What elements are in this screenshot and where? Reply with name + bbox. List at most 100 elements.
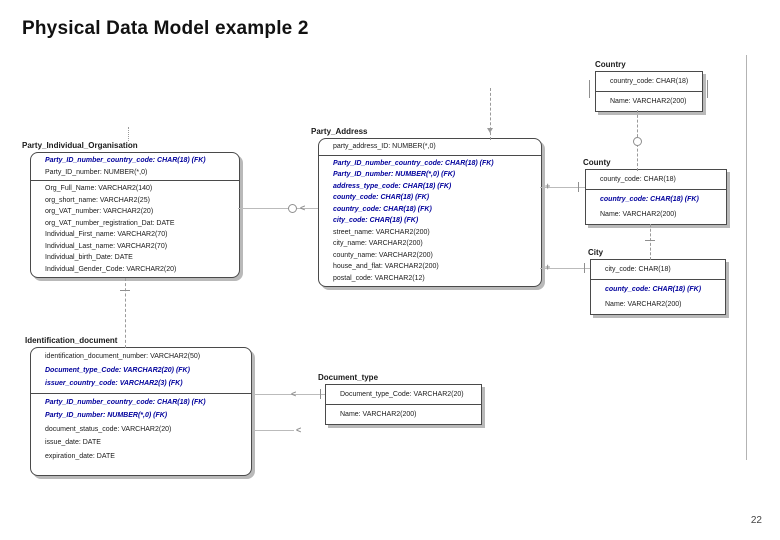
entity-field: Name: VARCHAR2(200): [340, 411, 417, 418]
attrs-compartment: Party_ID_number_country_code: CHAR(18) (…: [31, 392, 251, 476]
entity-field-fk: Party_ID_number_country_code: CHAR(18) (…: [45, 157, 206, 164]
page-number: 22: [750, 515, 762, 526]
entity-field-fk: address_type_code: CHAR(18) (FK): [333, 182, 452, 190]
entity-field: Individual_Last_name: VARCHAR2(70): [45, 242, 168, 250]
entity-field-fk: Party_ID_number_country_code: CHAR(18) (…: [45, 398, 206, 406]
pk-compartment: city_code: CHAR(18): [591, 260, 725, 279]
attrs-compartment: Name: VARCHAR2(200): [596, 91, 702, 111]
entity-field-fk: country_code: CHAR(18) (FK): [333, 205, 432, 213]
entity-field: county_code: CHAR(18): [600, 176, 676, 183]
entity-field: county_name: VARCHAR2(200): [333, 251, 433, 259]
entity-document-type[interactable]: Document_type Document_type_Code: VARCHA…: [318, 373, 482, 425]
entity-field: country_code: CHAR(18): [610, 78, 689, 85]
entity-field: postal_code: VARCHAR2(12): [333, 274, 425, 282]
zero-many-circle-marker: [633, 137, 642, 146]
entity-box: identification_document_number: VARCHAR2…: [30, 347, 252, 476]
crow-foot-marker: <: [300, 203, 306, 213]
entity-field-fk: country_code: CHAR(18) (FK): [600, 196, 699, 203]
entity-field: Document_type_Code: VARCHAR2(20): [340, 391, 464, 398]
entity-field: org_VAT_number: VARCHAR2(20): [45, 208, 154, 215]
iddoc-right-anchor-stub: [252, 430, 294, 431]
party-iddoc-cardinality-mark: [120, 290, 130, 291]
county-anchor-tick: [578, 182, 579, 192]
entity-field: Individual_birth_Date: DATE: [45, 254, 133, 261]
entity-field: Individual_Gender_Code: VARCHAR2(20): [45, 265, 177, 273]
slide-side-rule: [746, 55, 747, 460]
entity-field: Org_Full_Name: VARCHAR2(140): [45, 185, 153, 192]
entity-box: Party_ID_number_country_code: CHAR(18) (…: [30, 152, 240, 278]
entity-field: Name: VARCHAR2(200): [605, 301, 682, 308]
doctype-anchor-tick: [320, 389, 321, 399]
pk-compartment: Document_type_Code: VARCHAR2(20): [326, 385, 481, 404]
party-top-anchor-stub: [128, 127, 129, 141]
entity-field-fk: Party_ID_number_country_code: CHAR(18) (…: [333, 159, 494, 167]
pk-compartment: county_code: CHAR(18): [586, 170, 726, 189]
entity-title: City: [588, 248, 604, 257]
connector-party-partyaddress: [238, 208, 318, 209]
entity-field-fk: city_code: CHAR(18) (FK): [333, 217, 419, 224]
crow-foot-marker: <: [296, 425, 302, 435]
entity-box: party_address_ID: NUMBER(*,0) Party_ID_n…: [318, 138, 542, 287]
connector-partyaddress-city: [540, 268, 590, 269]
entity-field-fk: Party_ID_number: NUMBER(*,0) (FK): [45, 412, 168, 419]
city-anchor-tick: [584, 263, 585, 273]
entity-field: Name: VARCHAR2(200): [600, 211, 677, 218]
entity-field-fk: Party_ID_number: NUMBER(*,0) (FK): [333, 171, 456, 178]
pk-compartment: Party_ID_number_country_code: CHAR(18) (…: [31, 153, 239, 180]
slide-title: Physical Data Model example 2: [22, 18, 309, 39]
entity-title: Country: [595, 60, 626, 69]
entity-field-fk: issuer_country_code: VARCHAR2(3) (FK): [45, 380, 183, 387]
pk-compartment: identification_document_number: VARCHAR2…: [31, 348, 251, 393]
country-right-anchor-tick: [707, 80, 708, 98]
pk-compartment: party_address_ID: NUMBER(*,0): [319, 139, 541, 155]
connector-partyaddress-county: [540, 187, 585, 188]
crow-foot-marker: <: [291, 389, 297, 399]
entity-title: Party_Address: [311, 127, 368, 136]
cardinality-plus-marker: +: [545, 262, 551, 272]
entity-field: Name: VARCHAR2(200): [610, 98, 687, 105]
zero-many-circle-marker: [288, 204, 297, 213]
entity-field: city_code: CHAR(18): [605, 266, 671, 273]
attrs-compartment: Party_ID_number_country_code: CHAR(18) (…: [319, 154, 541, 287]
entity-box: Document_type_Code: VARCHAR2(20) Name: V…: [325, 384, 482, 425]
entity-title: Identification_document: [25, 336, 118, 345]
entity-party-address[interactable]: Party_Address party_address_ID: NUMBER(*…: [311, 127, 542, 287]
cardinality-plus-marker: +: [545, 181, 551, 191]
entity-field: Individual_First_name: VARCHAR2(70): [45, 231, 168, 238]
entity-box: city_code: CHAR(18) county_code: CHAR(18…: [590, 259, 726, 315]
entity-field: identification_document_number: VARCHAR2…: [45, 353, 201, 360]
entity-title: Document_type: [318, 373, 379, 382]
connector-iddoc-doctype: [252, 394, 325, 395]
entity-county[interactable]: County county_code: CHAR(18) country_cod…: [583, 158, 727, 225]
entity-identification-document[interactable]: Identification_document identification_d…: [25, 336, 252, 476]
entity-title: County: [583, 158, 611, 167]
attrs-compartment: Name: VARCHAR2(200): [326, 404, 481, 424]
entity-field: org_short_name: VARCHAR2(25): [45, 196, 150, 204]
entity-box: county_code: CHAR(18) country_code: CHAR…: [585, 169, 727, 225]
attrs-compartment: Org_Full_Name: VARCHAR2(140) org_short_na…: [31, 180, 239, 277]
county-city-cardinality-mark: [645, 240, 655, 241]
entity-title: Party_Individual_Organisation: [22, 141, 138, 150]
entity-party-individual-organisation[interactable]: Party_Individual_Organisation Party_ID_n…: [22, 141, 240, 278]
attrs-compartment: county_code: CHAR(18) (FK) Name: VARCHAR2…: [591, 279, 725, 314]
entity-city[interactable]: City city_code: CHAR(18) county_code: CH…: [588, 248, 726, 315]
entity-field-fk: Document_type_Code: VARCHAR2(20) (FK): [45, 366, 190, 374]
entity-field: expiration_date: DATE: [45, 452, 115, 460]
entity-field: party_address_ID: NUMBER(*,0): [333, 143, 436, 150]
connector-county-city: [650, 224, 651, 260]
attrs-compartment: country_code: CHAR(18) (FK) Name: VARCHAR…: [586, 189, 726, 224]
connector-partyaddress-country: [490, 88, 491, 140]
country-left-anchor-tick: [589, 80, 590, 98]
entity-box: country_code: CHAR(18) Name: VARCHAR2(20…: [595, 71, 703, 112]
entity-field: document_status_code: VARCHAR2(20): [45, 425, 172, 433]
entity-field: house_and_flat: VARCHAR2(200): [333, 263, 439, 270]
entity-field: org_VAT_number_registration_Dat: DATE: [45, 219, 175, 227]
entity-field: city_name: VARCHAR2(200): [333, 240, 423, 247]
entity-field-fk: county_code: CHAR(18) (FK): [605, 286, 702, 293]
entity-field: Party_ID_number: NUMBER(*,0): [45, 168, 148, 176]
crow-foot-marker-down: [487, 128, 493, 133]
entity-field: issue_date: DATE: [45, 439, 101, 446]
connector-party-iddoc: [125, 278, 126, 348]
entity-country[interactable]: Country country_code: CHAR(18) Name: VAR…: [595, 60, 703, 112]
entity-field: street_name: VARCHAR2(200): [333, 228, 430, 236]
